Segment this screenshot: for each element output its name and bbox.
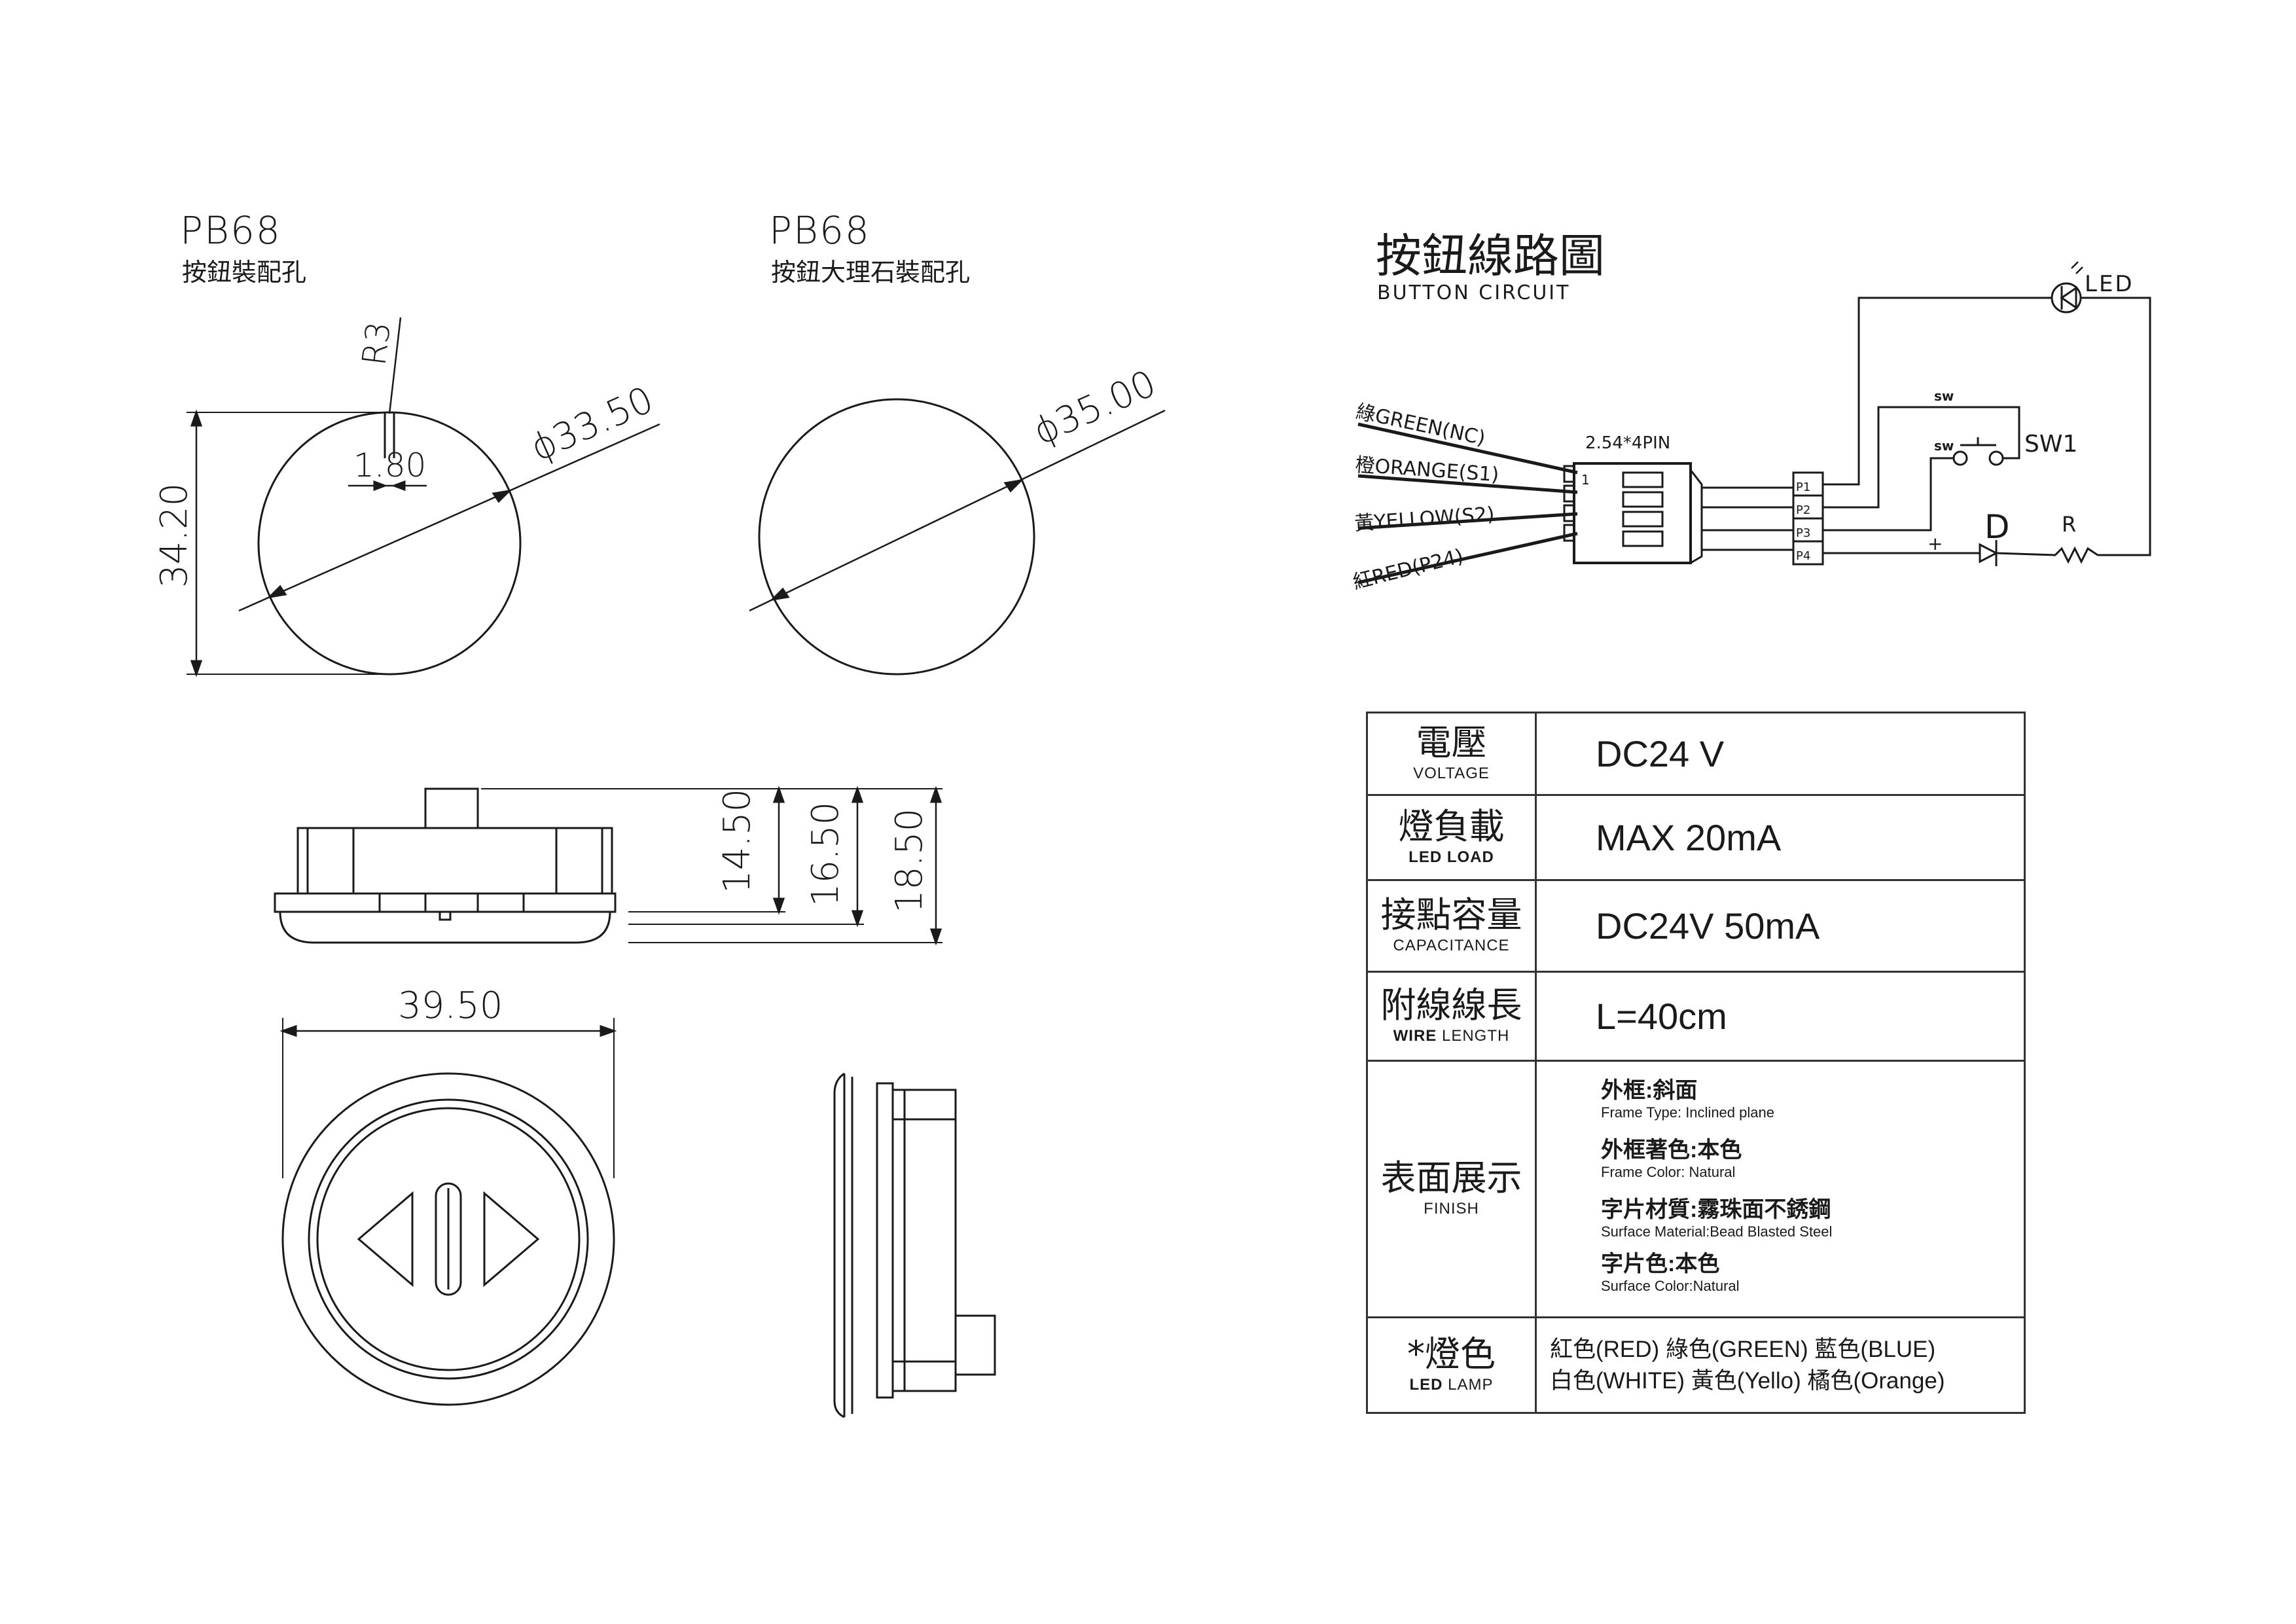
lamp-colors-line1: 紅色(RED) 綠色(GREEN) 藍色(BLUE) (1550, 1337, 1936, 1363)
spec-row-wire-length: 附線線長 WIRE LENGTH L=40cm (1366, 971, 2026, 1062)
led-label: LED (2085, 271, 2134, 297)
side-dimension-1450: 14.50 (716, 789, 759, 893)
spec-row-led-load: 燈負載 LED LOAD MAX 20mA (1366, 794, 2026, 881)
finish-surface-material-en: Surface Material:Bead Blasted Steel (1601, 1223, 1833, 1240)
sw1-label: SW1 (2024, 431, 2077, 458)
led-load-label-en: LED LOAD (1408, 848, 1494, 866)
lamp-label-en: LED LAMP (1368, 1376, 1535, 1394)
spec-row-capacitance: 接點容量 CAPACITANCE DC24V 50mA (1366, 879, 2026, 973)
finish-surface-color-en: Surface Color:Natural (1601, 1278, 1740, 1294)
circuit-diagram (1357, 261, 2151, 585)
hole1-notch-dimension: 1.80 (353, 446, 426, 484)
sw-mid-label: sw (1934, 438, 1954, 454)
lamp-label-zh: *燈色 (1407, 1333, 1496, 1375)
hole2-diameter-label: ϕ35.00 (1027, 362, 1162, 454)
pin-p1-label: P1 (1796, 480, 1810, 494)
mounting-hole-drawing (187, 317, 660, 677)
connector-pin1-label: 1 (1581, 472, 1590, 488)
wire-length-label-en-rest: LENGTH (1441, 1026, 1510, 1045)
finish-frame-type-zh: 外框:斜面 (1601, 1078, 1698, 1103)
wire-yellow-label: 黃YELLOW(S2) (1354, 503, 1495, 535)
front-width-dimension: 39.50 (398, 984, 503, 1027)
spec-row-finish: 表面展示 FINISH 外框:斜面 Frame Type: Inclined p… (1366, 1060, 2026, 1318)
wire-red-label: 紅RED(P24) (1350, 545, 1465, 594)
capacitance-value: DC24V 50mA (1535, 879, 2026, 973)
voltage-value: DC24 V (1535, 712, 2026, 796)
wire-length-label-zh: 附線線長 (1380, 984, 1522, 1026)
pin-p3-label: P3 (1796, 526, 1810, 540)
voltage-label-en: VOLTAGE (1413, 764, 1490, 782)
finish-values: 外框:斜面 Frame Type: Inclined plane 外框著色:本色… (1535, 1060, 2026, 1318)
finish-label-en: FINISH (1424, 1199, 1479, 1218)
spec-label-cell: 表面展示 FINISH (1366, 1060, 1537, 1318)
circuit-connector-label: 2.54*4PIN (1585, 433, 1670, 453)
hole2-caption: 按鈕大理石裝配孔 (771, 258, 971, 287)
spec-label-cell: 燈負載 LED LOAD (1366, 794, 1537, 881)
spec-row-voltage: 電壓 VOLTAGE DC24 V (1366, 712, 2026, 796)
resistor-label: R (2062, 512, 2076, 537)
wire-length-value: L=40cm (1535, 971, 2026, 1062)
lamp-label-en-bold: LED (1409, 1375, 1443, 1394)
wire-length-label-en: WIRE LENGTH (1368, 1027, 1535, 1045)
finish-surface-color-zh: 字片色:本色 (1601, 1252, 1720, 1276)
circuit-title: 按鈕線路圖 (1376, 229, 1605, 283)
lamp-label-en-rest: LAMP (1448, 1375, 1494, 1394)
side-dimension-1650: 16.50 (804, 802, 847, 907)
capacitance-label-en: CAPACITANCE (1393, 936, 1510, 954)
hole2-model: PB68 (769, 208, 870, 253)
circuit-subtitle: BUTTON CIRCUIT (1377, 281, 1571, 304)
hole1-r-label: R3 (355, 319, 398, 367)
pin-p2-label: P2 (1796, 503, 1810, 517)
capacitance-label-zh: 接點容量 (1380, 894, 1522, 936)
lamp-colors: 紅色(RED) 綠色(GREEN) 藍色(BLUE) 白色(WHITE) 黃色(… (1535, 1316, 2026, 1414)
lamp-colors-line2: 白色(WHITE) 黃色(Yello) 橘色(Orange) (1550, 1367, 1945, 1394)
front-view-drawing (279, 1018, 617, 1406)
hole1-caption: 按鈕裝配孔 (182, 258, 307, 287)
spec-label-cell: 電壓 VOLTAGE (1366, 712, 1537, 796)
diode-label: D (1984, 508, 2010, 546)
profile-view-drawing (833, 1072, 996, 1418)
finish-frame-type-en: Frame Type: Inclined plane (1601, 1104, 1774, 1121)
led-load-label-zh: 燈負載 (1398, 806, 1505, 848)
hole1-model: PB68 (180, 208, 281, 253)
hole1-diameter-label: ϕ33.50 (524, 378, 660, 470)
finish-frame-color-zh: 外框著色:本色 (1601, 1138, 1742, 1163)
led-load-value: MAX 20mA (1535, 794, 2026, 881)
finish-frame-color-en: Frame Color: Natural (1601, 1164, 1736, 1180)
wire-green-label: 綠GREEN(NC) (1354, 401, 1487, 450)
spec-label-cell: *燈色 LED LAMP (1366, 1316, 1537, 1414)
finish-surface-material-zh: 字片材質:霧珠面不銹鋼 (1601, 1197, 1831, 1222)
wire-length-label-en-bold: WIRE (1393, 1026, 1437, 1045)
side-dimension-1850: 18.50 (888, 808, 931, 913)
spec-row-lamp: *燈色 LED LAMP 紅色(RED) 綠色(GREEN) 藍色(BLUE) … (1366, 1316, 2026, 1414)
pin-p4-label: P4 (1796, 549, 1810, 563)
hole1-height-dimension: 34.20 (153, 483, 196, 588)
spec-label-cell: 接點容量 CAPACITANCE (1366, 879, 1537, 973)
voltage-label-zh: 電壓 (1416, 722, 1487, 764)
spec-label-cell: 附線線長 WIRE LENGTH (1366, 971, 1537, 1062)
plus-label: + (1928, 533, 1943, 554)
sw-top-label: sw (1934, 388, 1954, 404)
marble-hole-drawing (749, 398, 1166, 676)
side-view-drawing (274, 785, 942, 946)
spec-table: 電壓 VOLTAGE DC24 V 燈負載 LED LOAD MAX 20mA … (1366, 712, 2026, 1414)
finish-label-zh: 表面展示 (1380, 1157, 1522, 1199)
